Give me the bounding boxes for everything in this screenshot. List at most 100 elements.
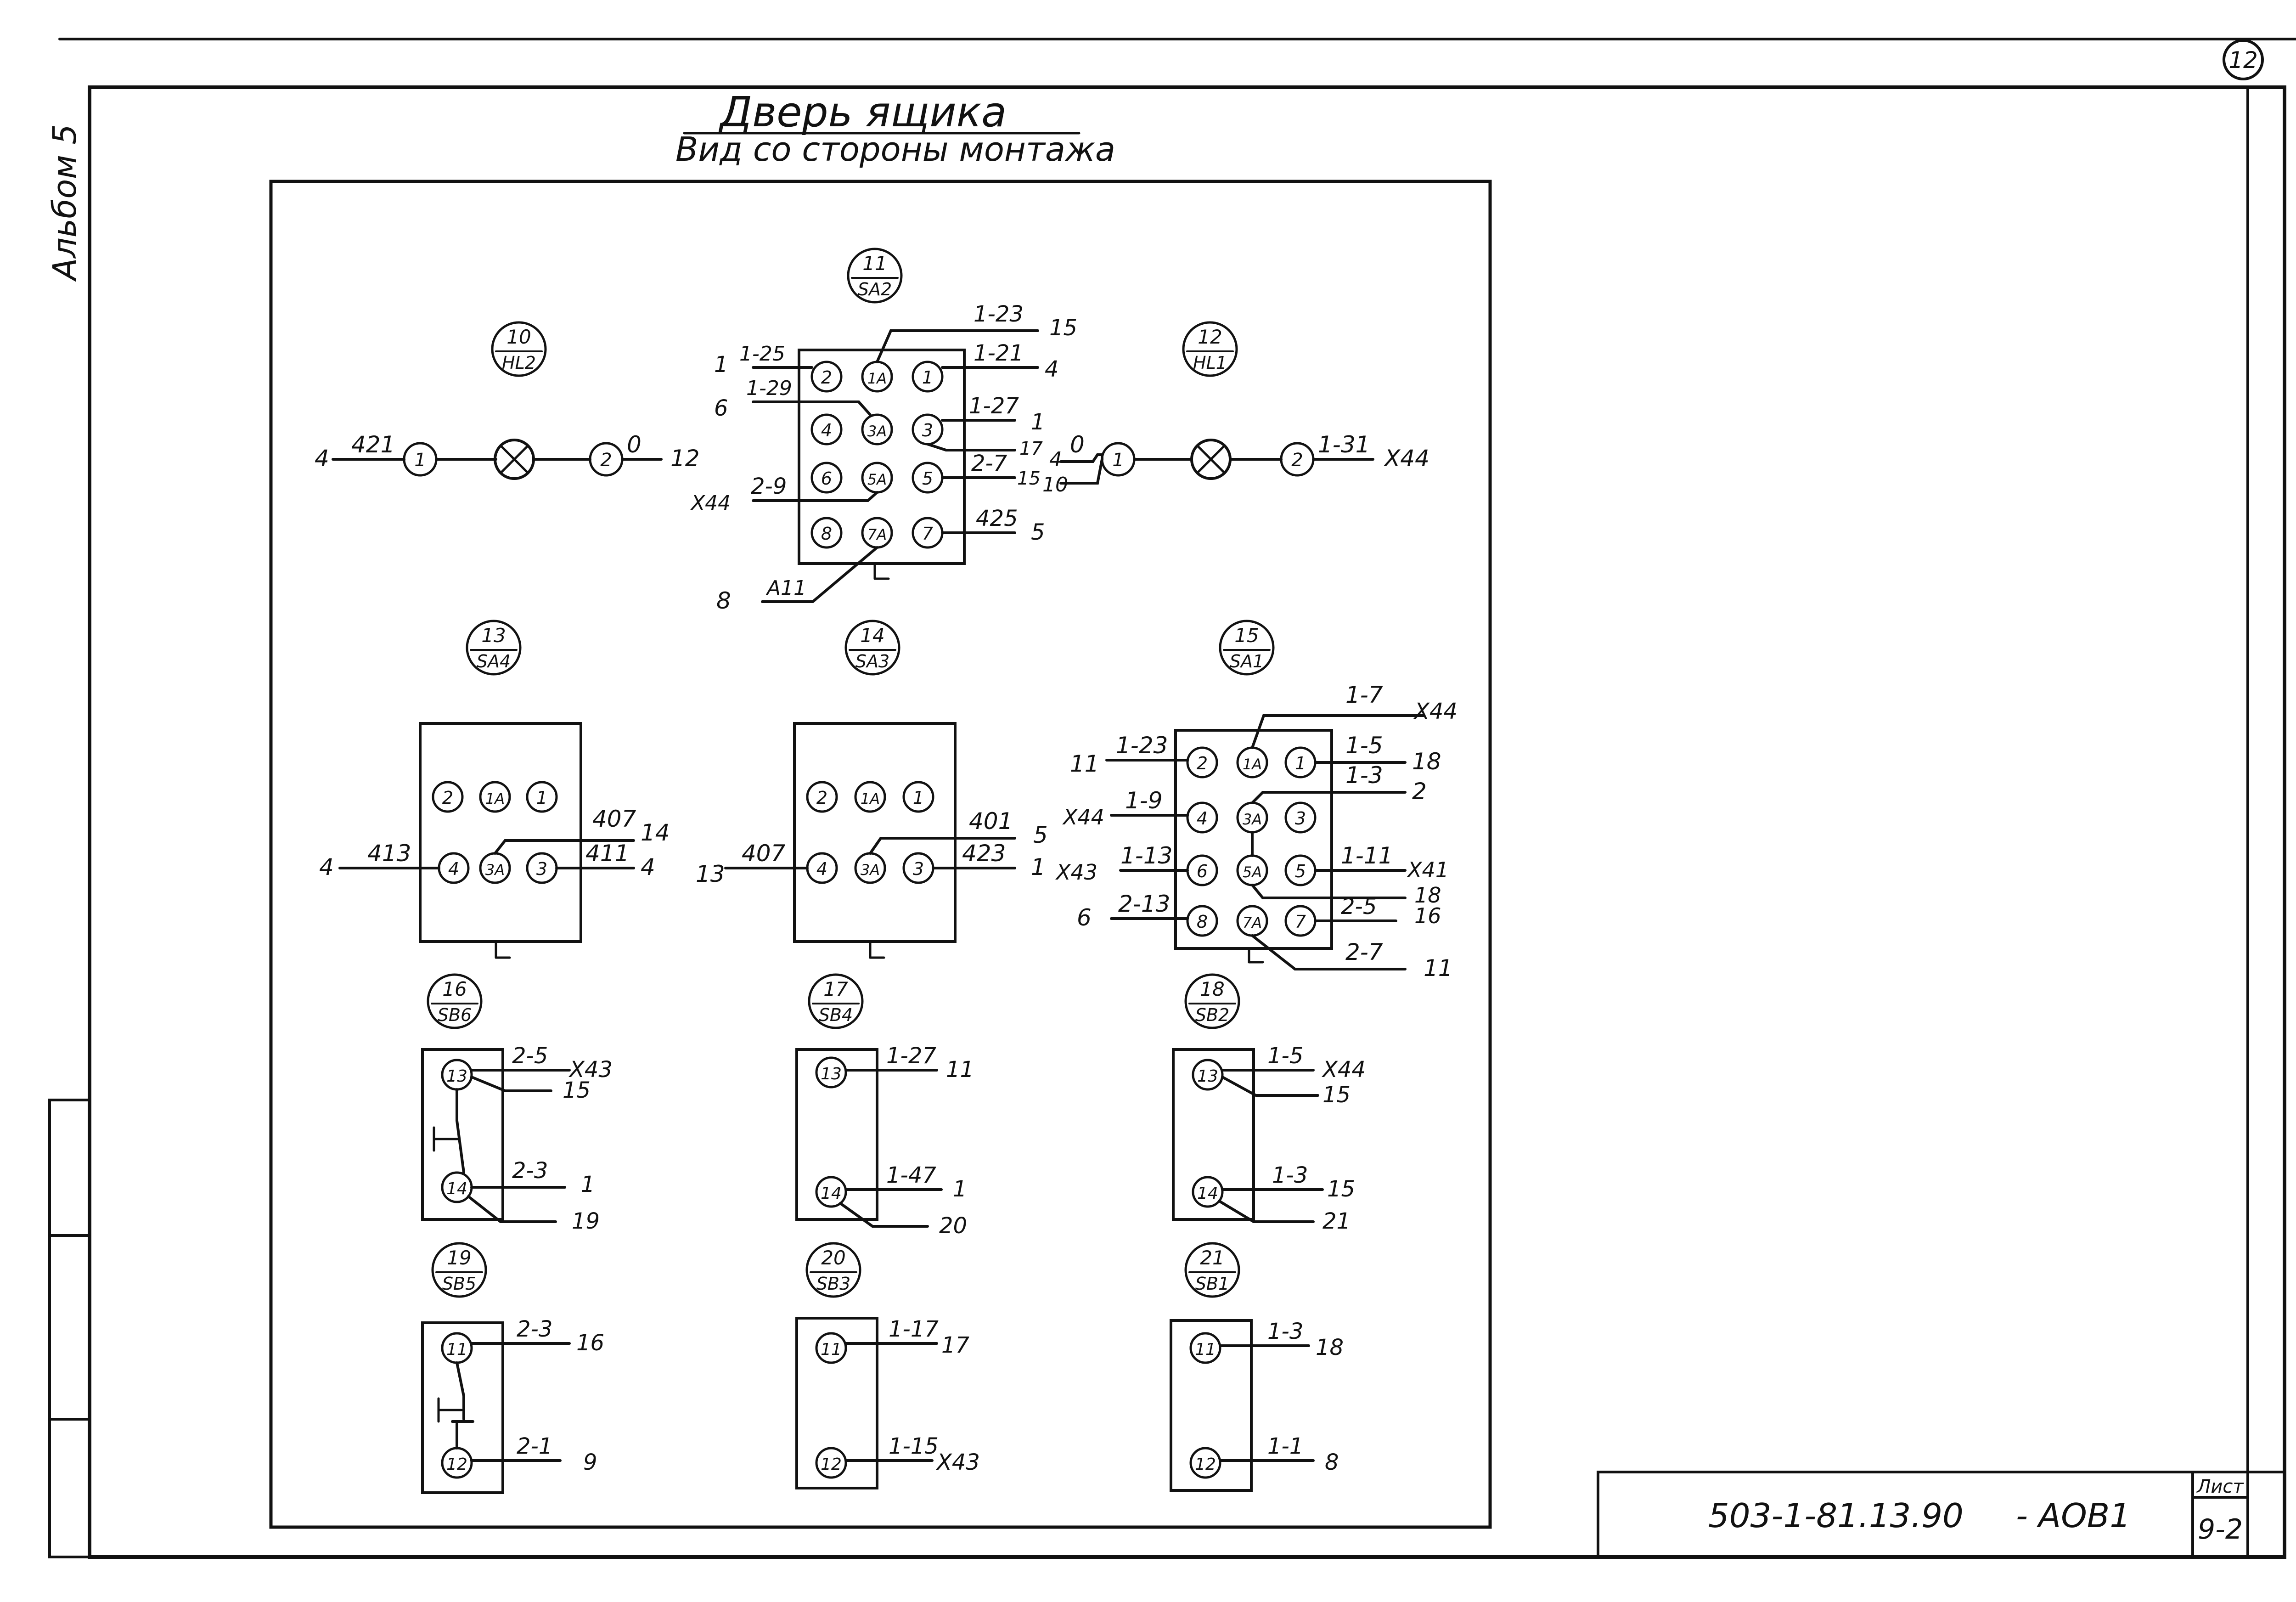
wire-label: 1-7	[1345, 682, 1383, 708]
switch-sa2: 11 SA2 2 1A 1 4 3A 3 6 5A 5 8 7A 7 1-23 …	[690, 248, 1077, 614]
wire-label: 2-3	[517, 1316, 552, 1342]
wire-label: X44	[1413, 699, 1458, 724]
wire-label: 14	[446, 1179, 467, 1198]
wire-label: 1-31	[1318, 431, 1370, 458]
wire-label: 1-1	[1267, 1433, 1303, 1459]
tag-hl2: 10 HL2	[491, 321, 547, 377]
terminal: 14	[1192, 1176, 1224, 1208]
tag-sb4: 17 SB4	[808, 973, 864, 1029]
wire-label: 9	[583, 1450, 597, 1475]
wire-label: 4	[1049, 448, 1062, 471]
tag-hl1: 12 HL1	[1182, 321, 1238, 377]
terminal: 1	[526, 781, 558, 813]
terminal: 3	[912, 413, 944, 446]
wire-label: 4	[1045, 356, 1059, 382]
wire-label: 6	[1077, 904, 1092, 931]
wire-label: SB2	[1195, 1005, 1229, 1025]
wire-label: 2-3	[512, 1158, 548, 1184]
lamp-symbol-hl2	[494, 439, 535, 480]
wire-label: 5A	[1243, 863, 1262, 881]
tag-sb2: 18 SB2	[1184, 973, 1240, 1029]
wire-label: 1	[536, 788, 547, 808]
wire-label: 3	[922, 420, 933, 440]
wire-label: 8	[1325, 1450, 1339, 1475]
wire-label: 1-27	[886, 1043, 936, 1069]
wire-label: 4	[448, 859, 459, 879]
wire-label: 14	[1197, 1184, 1218, 1203]
wire-label: 1-3	[1272, 1162, 1308, 1188]
wire-label: 14	[860, 624, 884, 647]
terminal: 1	[1284, 746, 1317, 778]
wire-label: 15	[1327, 1176, 1355, 1202]
pushbutton-sb3: 20 SB3 11 12 1-17 17 1-15 X43	[795, 1242, 980, 1489]
wire-label: 3A	[867, 423, 887, 440]
wire-label: 17	[941, 1332, 970, 1358]
terminal: 3	[902, 852, 934, 884]
wire-label: 1-47	[886, 1162, 936, 1188]
wire-label: 1A	[861, 790, 880, 807]
wire-label: 14	[821, 1184, 842, 1203]
wire-label: 2	[1197, 753, 1208, 773]
wire-label: 18	[1316, 1335, 1344, 1360]
wire-label: X44	[1062, 805, 1104, 829]
terminal: 3A	[1236, 801, 1268, 834]
wire-label: X44	[1383, 445, 1429, 472]
wire-label: 10	[1042, 473, 1068, 496]
stamp-sheet-number: 9-2	[2198, 1513, 2243, 1546]
wire-label: 407	[742, 840, 786, 867]
drawing-frame	[48, 38, 2296, 1559]
wire-label: 11	[446, 1340, 467, 1359]
drawing-title: Дверь ящика	[718, 88, 1007, 136]
wire-label: 3	[536, 859, 547, 879]
wire-label: 2	[821, 367, 832, 388]
wire-label: 4	[816, 859, 827, 879]
switch-sa3: 14 SA3 2 1A 1 4 3A 3 13 407 401 5 423 1	[696, 620, 1048, 959]
wire-label: 1-3	[1267, 1319, 1303, 1344]
wire-label: 1	[922, 367, 933, 388]
wire-label: 19	[572, 1208, 600, 1234]
wire-label: 1	[1031, 854, 1046, 880]
wire-label: 13	[696, 861, 725, 887]
wire-label: 12	[821, 1455, 842, 1474]
wire-label: 12	[1198, 326, 1222, 348]
wire-label: 11	[821, 1340, 842, 1359]
wire-label: 5	[1031, 519, 1045, 545]
switch-sa1: 15 SA1 2 1A 1 4 3A 3 6 5A 5 8 7A 7 1-7 X…	[1055, 620, 1458, 982]
wire-label: 6	[1197, 861, 1208, 881]
wire-label: 1	[1112, 450, 1124, 471]
wire-label: 1-23	[1116, 732, 1168, 759]
wire-label: 11	[946, 1057, 974, 1083]
terminal: 7A	[1236, 905, 1268, 937]
wire-label: HL1	[1193, 353, 1227, 373]
terminal: 2	[1186, 746, 1218, 778]
wire-label: X44	[690, 491, 731, 515]
terminal: 4	[438, 852, 470, 884]
wire-label: 15	[1322, 1082, 1351, 1108]
wire-label: 15	[1017, 468, 1041, 489]
wire-label: 16	[1414, 903, 1441, 928]
terminal: 6	[810, 462, 843, 494]
stamp-sheet-label: Лист	[2196, 1476, 2244, 1497]
wire-label: 4	[1197, 808, 1208, 829]
wire-label: 21	[1322, 1208, 1351, 1234]
wire-label: 2	[816, 788, 827, 808]
wire-label: 1	[714, 352, 728, 378]
wire-label: 4	[315, 445, 329, 472]
tag-sb6: 16 SB6	[427, 973, 483, 1029]
lamp-symbol-hl1	[1190, 439, 1232, 480]
terminal: 13	[441, 1059, 473, 1091]
wire-label: 423	[962, 840, 1006, 867]
wire-label: 1-5	[1345, 732, 1383, 759]
terminal: 5	[912, 462, 944, 494]
wire-label: 12	[1195, 1455, 1216, 1474]
wire-label: 1-11	[1341, 842, 1393, 869]
wire-label: 2-13	[1118, 891, 1170, 917]
wire-label: 7	[1295, 912, 1306, 932]
terminal: 2	[810, 361, 843, 393]
pushbutton-sb5: 19 SB5 11 12 2-3 16 2-1 9	[421, 1242, 604, 1494]
terminal: 2	[432, 781, 464, 813]
stamp-code: 503-1-81.13.90	[1708, 1496, 1964, 1535]
wire-label: 21	[1200, 1247, 1224, 1269]
wire-label: 1-3	[1345, 762, 1383, 789]
